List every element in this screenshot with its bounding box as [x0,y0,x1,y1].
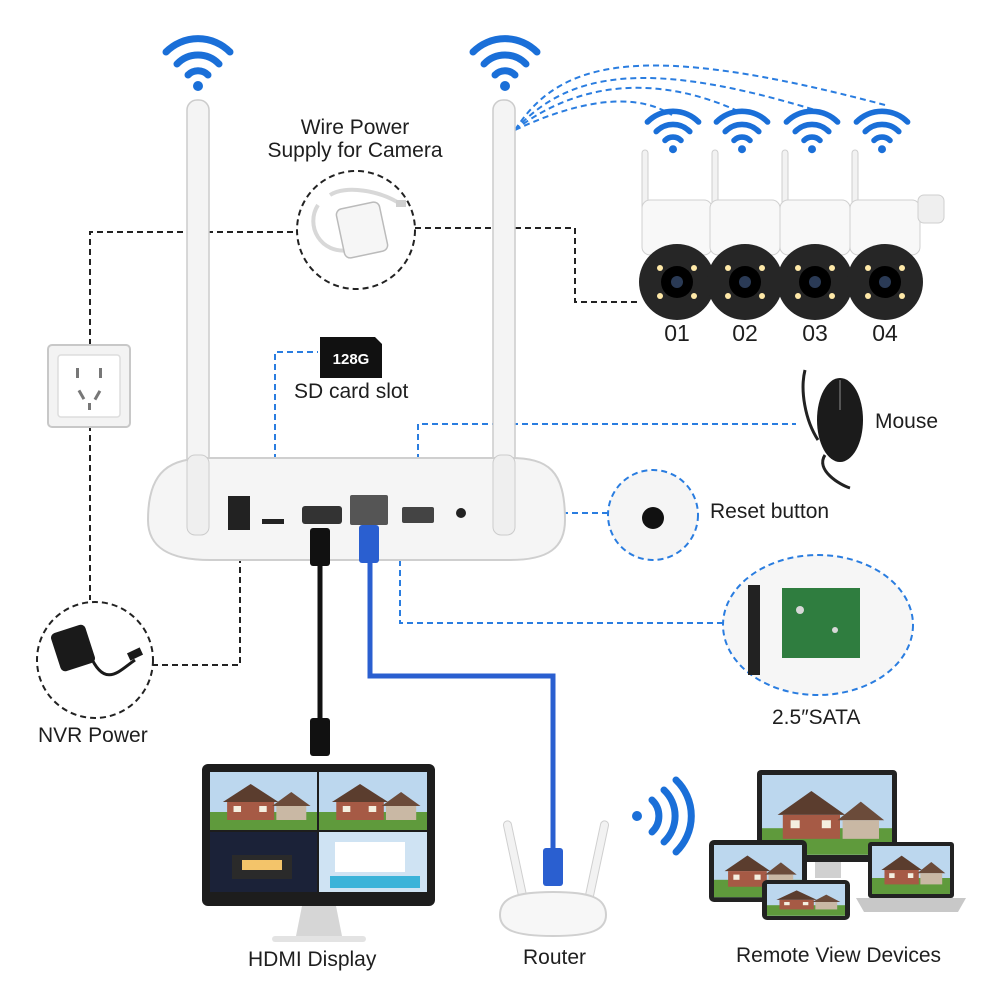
camera-number-label: 01 [664,320,690,346]
camera-number-label: 03 [802,320,828,346]
camera-icon [847,149,945,320]
camera-icon [639,149,715,320]
sd-card-icon [320,337,382,378]
camera-number-label: 04 [872,320,898,346]
remote-view-devices-label: Remote View Devices [736,944,942,967]
reset-button-label: Reset button [710,500,830,523]
wifi-icon [856,111,907,153]
camera-icon [777,149,853,320]
sd-card-slot [262,519,284,524]
hdmi-cable [310,528,330,756]
camera-icon [707,149,783,320]
wall-socket-icon [47,344,131,428]
sd-card-slot-label: SD card slot [294,380,409,403]
wifi-icon [716,111,767,153]
lan-cable [359,525,563,886]
nvr-recorder [146,454,567,561]
camera-group [639,149,945,320]
sata-label: 2.5″SATA [772,706,861,729]
hdmi-display-label: HDMI Display [248,948,377,971]
router-icon [498,820,610,938]
camera-number-label: 02 [732,320,758,346]
reset-button-icon [607,469,699,561]
sd-capacity-label: 128G [333,351,370,368]
lan-port [350,495,388,525]
dc-power-port [228,496,250,530]
remote-view-devices-icon [709,770,966,920]
nvr-power-adapter-icon [36,601,154,719]
mouse-label: Mouse [875,410,939,433]
hdmi-port [302,506,342,524]
wireless-signal-icon [632,776,695,856]
wire-power-label-line2: Supply for Camera [267,139,443,162]
wifi-icon [166,39,230,91]
power-dashed-lines [89,227,640,666]
wifi-icon [647,111,698,153]
sata-bay-icon [722,554,914,696]
nvr-power-label: NVR Power [38,724,148,747]
hdmi-display-icon [202,764,435,942]
reset-hole [456,508,466,518]
usb-port [402,507,434,523]
wifi-icon [786,111,837,153]
wifi-icon [473,39,537,91]
wire-power-label-line1: Wire Power [300,116,410,139]
wire-power-label: Wire Power Supply for Camera [250,116,460,162]
mouse-icon [801,369,863,490]
camera-power-supply-icon [296,170,416,290]
router-label: Router [523,946,587,969]
